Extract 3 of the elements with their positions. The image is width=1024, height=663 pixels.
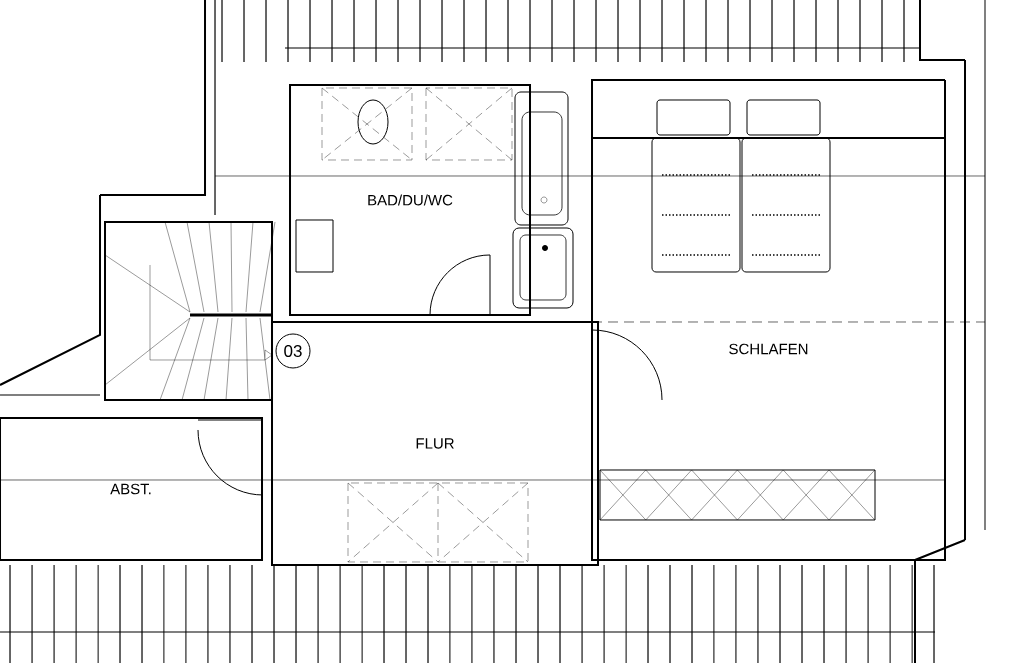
room-outline: ABST. xyxy=(0,417,263,561)
room-outline: SCHLAFEN xyxy=(591,137,946,561)
room-outline: BAD/DU/WC xyxy=(289,84,531,316)
